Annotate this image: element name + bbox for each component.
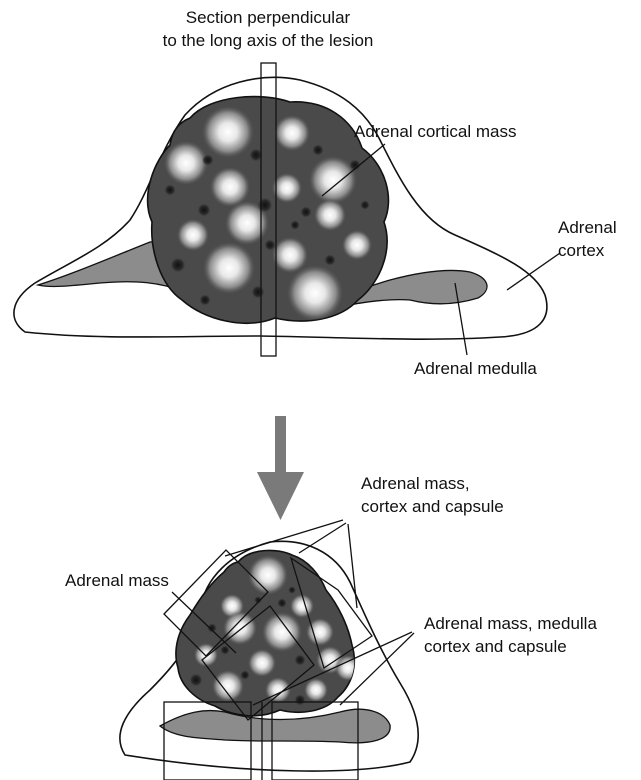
mass-cortex-capsule-line1: Adrenal mass, [361, 472, 504, 495]
mass-cortex-capsule-label: Adrenal mass, cortex and capsule [361, 472, 504, 518]
cortical-mass-label: Adrenal cortical mass [354, 120, 517, 143]
cortex-label: Adrenal cortex [558, 216, 617, 262]
mass-cortex-capsule-line2: cortex and capsule [361, 495, 504, 518]
section-label: Section perpendicular to the long axis o… [118, 6, 418, 52]
cortex-label-line1: Adrenal [558, 216, 617, 239]
mass-label: Adrenal mass [65, 569, 169, 592]
section-label-line1: Section perpendicular [118, 6, 418, 29]
cortex-label-line2: cortex [558, 239, 617, 262]
mass-medulla-line1: Adrenal mass, medulla [424, 612, 597, 635]
section-label-line2: to the long axis of the lesion [118, 29, 418, 52]
medulla-label: Adrenal medulla [414, 357, 537, 380]
mass-medulla-label: Adrenal mass, medulla cortex and capsule [424, 612, 597, 658]
mass-medulla-line2: cortex and capsule [424, 635, 597, 658]
